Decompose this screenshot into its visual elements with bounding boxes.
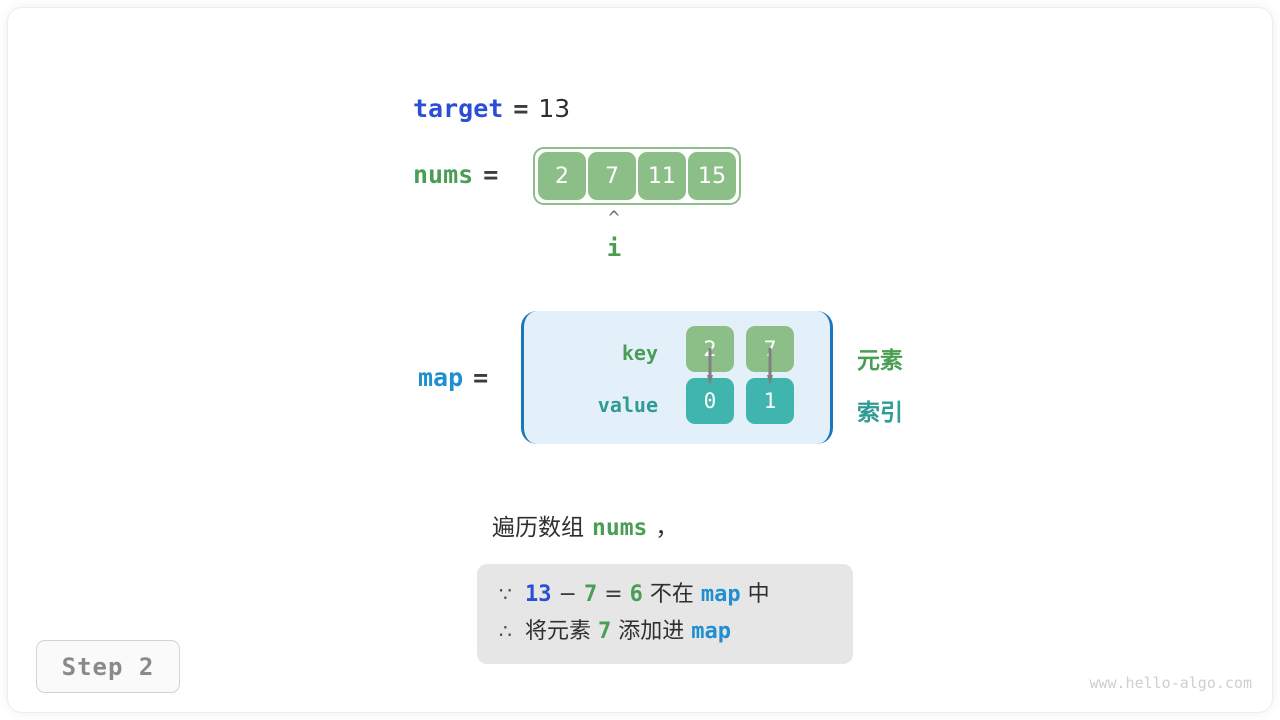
explain-add-prefix: 将元素 [525, 619, 592, 644]
explain-map-variable: map [691, 619, 732, 644]
target-variable-name: target [413, 94, 504, 123]
watermark: www.hello-algo.com [1089, 674, 1252, 692]
explain-minus-sign: − [558, 582, 577, 607]
map-value-cell: 0 [686, 378, 734, 424]
index-pointer: ^ i [575, 208, 653, 260]
step-badge: Step 2 [36, 640, 180, 693]
caption-prefix: 遍历数组 [492, 515, 584, 541]
map-key-cell: 7 [746, 326, 794, 372]
target-row: target = 13 [413, 94, 570, 124]
explain-equals-sign: = [604, 582, 623, 607]
caption-suffix: ， [655, 515, 679, 541]
caret-icon: ^ [608, 207, 620, 229]
map-entry: 7 1 [746, 326, 794, 424]
explain-map-variable: map [700, 582, 741, 607]
explain-not-in-text: 不在 [649, 582, 694, 607]
explain-add-mid: 添加进 [618, 619, 685, 644]
explain-current-number: 7 [583, 582, 598, 607]
map-key-row-label: key [621, 341, 658, 365]
map-variable-name: map [418, 363, 464, 392]
therefore-symbol: ∴ [499, 619, 512, 643]
explain-complement: 6 [629, 582, 643, 607]
map-value-row-label: value [597, 393, 658, 417]
explain-in-text: 中 [747, 582, 770, 607]
map-key-cell: 2 [686, 326, 734, 372]
map-label: map = [418, 363, 488, 393]
array-cell: 11 [638, 152, 686, 200]
nums-variable-name: nums [413, 160, 474, 189]
pointer-label: i [606, 234, 622, 262]
map-value-cell: 1 [746, 378, 794, 424]
nums-equals-sign: = [483, 160, 499, 189]
array-cell: 2 [538, 152, 586, 200]
target-equals-sign: = [513, 94, 529, 123]
because-symbol: ∵ [499, 582, 512, 606]
caption-text: 遍历数组 nums ， [492, 514, 678, 542]
step-label: Step 2 [61, 652, 155, 681]
map-equals-sign: = [473, 363, 489, 392]
caption-variable: nums [592, 515, 648, 541]
map-key-annotation: 元素 [857, 348, 903, 374]
target-value: 13 [538, 94, 571, 123]
explain-added-number: 7 [598, 619, 612, 644]
nums-array: 2 7 11 15 [533, 147, 741, 205]
array-cell: 7 [588, 152, 636, 200]
map-container: key value 2 0 7 1 [521, 311, 833, 444]
array-cell: 15 [688, 152, 736, 200]
explain-target-value: 13 [525, 582, 552, 607]
map-value-annotation: 索引 [857, 400, 903, 426]
map-entry: 2 0 [686, 326, 734, 424]
nums-label: nums = [413, 160, 498, 190]
